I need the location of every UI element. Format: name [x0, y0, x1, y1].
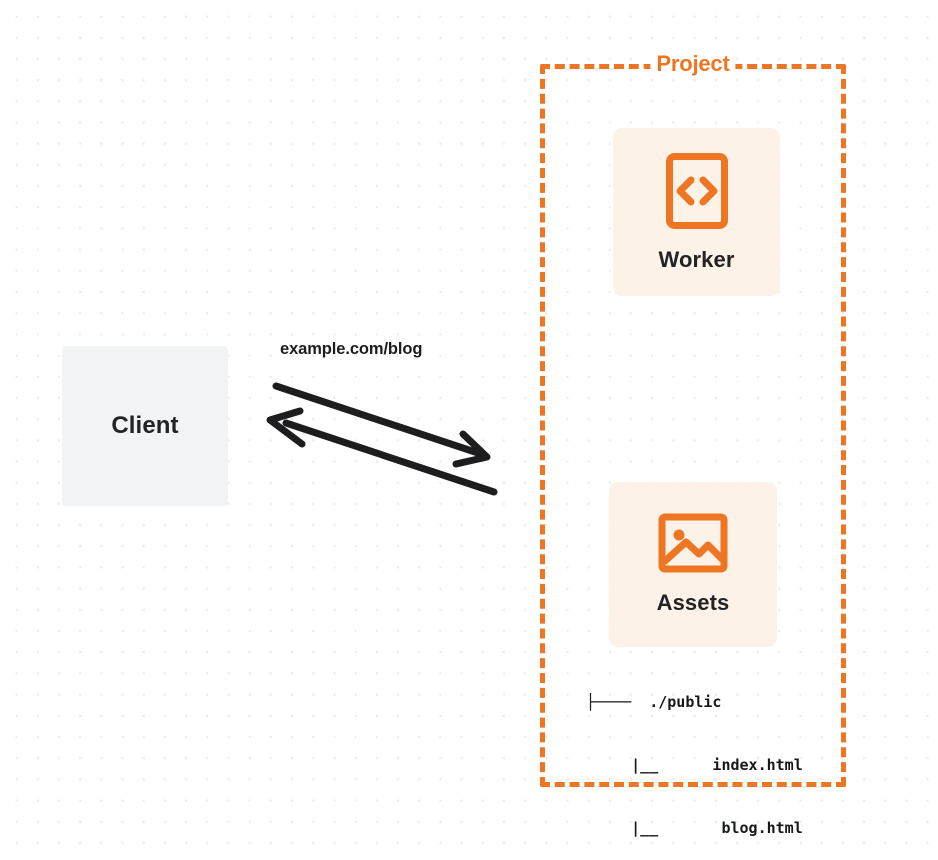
worker-node-label: Worker [658, 246, 735, 272]
worker-node[interactable]: Worker [613, 128, 780, 296]
client-node[interactable]: Client [62, 346, 228, 506]
file-tree-row-index: |__ index.html [586, 756, 803, 774]
client-node-label: Client [111, 412, 179, 439]
file-tree-row-root: ├──── ./public [586, 693, 722, 711]
assets-node-label: Assets [656, 590, 730, 615]
code-brackets-icon [665, 152, 729, 230]
project-container-label: Project [650, 51, 736, 77]
request-arrow [272, 382, 491, 468]
file-tree-row-blog: |__ blog.html [586, 819, 803, 837]
connection-label: example.com/blog [280, 340, 423, 358]
assets-node[interactable]: Assets [609, 482, 777, 647]
assets-file-tree: ├──── ./public |__ index.html |__ blog.h… [586, 650, 803, 860]
project-container: Project [540, 51, 846, 787]
image-icon [658, 513, 728, 573]
response-arrow [266, 407, 498, 496]
